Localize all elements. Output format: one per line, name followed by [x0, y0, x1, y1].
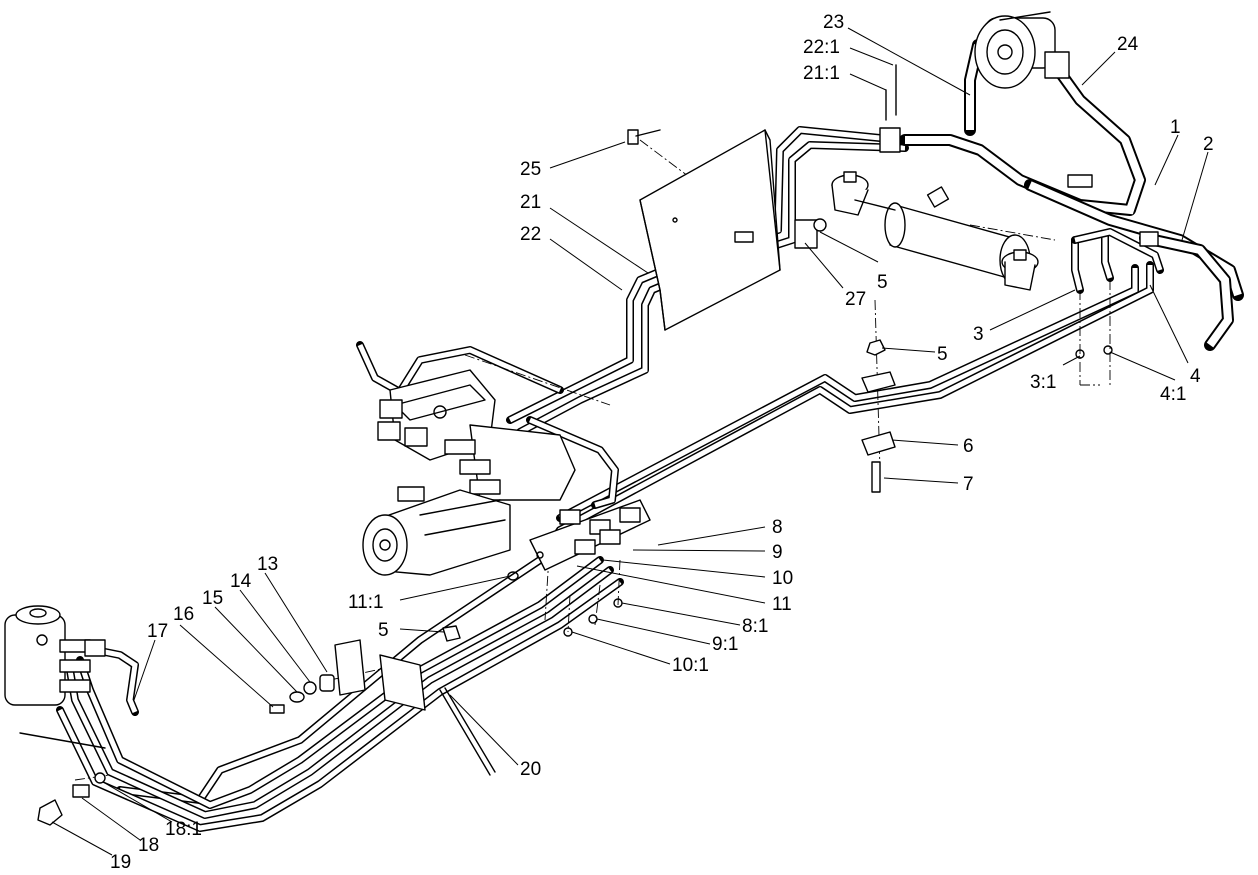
leader-lines	[51, 27, 1209, 856]
callout-4-1: 4:1	[1160, 384, 1186, 405]
callout-25: 25	[520, 159, 541, 180]
callout-labels: 23 22:1 21:1 24 1 2 25 21 22 5 27 3 5 4 …	[110, 12, 1214, 873]
callout-5-middle: 5	[937, 344, 948, 365]
steering-unit	[4, 605, 106, 706]
control-valve	[377, 369, 576, 501]
callout-24: 24	[1117, 34, 1139, 55]
manifold-block	[529, 499, 651, 571]
callout-9-1: 9:1	[712, 634, 738, 655]
callout-4: 4	[1190, 366, 1201, 387]
callout-5-upper: 5	[877, 272, 888, 293]
callout-10: 10	[772, 568, 793, 589]
callout-17: 17	[147, 621, 168, 642]
callout-14: 14	[230, 571, 252, 592]
hardware-items	[19, 64, 1159, 826]
callout-2: 2	[1203, 134, 1214, 155]
callout-6: 6	[963, 436, 974, 457]
hydraulic-pump	[974, 11, 1070, 89]
callout-7: 7	[963, 474, 974, 495]
callout-9: 9	[772, 542, 783, 563]
callout-5-lower: 5	[378, 620, 389, 641]
callout-3: 3	[973, 324, 984, 345]
callout-18: 18	[138, 835, 159, 856]
hydraulic-motor	[362, 486, 511, 576]
callout-16: 16	[173, 604, 194, 625]
callout-21: 21	[520, 192, 541, 213]
callout-19: 19	[110, 852, 131, 873]
callout-8-1: 8:1	[742, 616, 768, 637]
mounting-bracket	[639, 129, 781, 331]
callout-15: 15	[202, 588, 223, 609]
callout-1: 1	[1170, 117, 1181, 138]
callout-3-1: 3:1	[1030, 372, 1056, 393]
callout-10-1: 10:1	[672, 655, 709, 676]
steering-cylinder	[831, 171, 1039, 291]
callout-27: 27	[845, 289, 866, 310]
callout-23: 23	[823, 12, 844, 33]
callout-21-1: 21:1	[803, 63, 840, 84]
callout-11-1: 11:1	[348, 592, 384, 613]
callout-11: 11	[772, 594, 792, 615]
callout-18-1: 18:1	[165, 819, 202, 840]
callout-22: 22	[520, 224, 541, 245]
callout-13: 13	[257, 554, 278, 575]
callout-8: 8	[772, 517, 783, 538]
hydraulic-hoses	[899, 39, 1244, 351]
lower-bracket	[334, 639, 496, 776]
callout-22-1: 22:1	[803, 37, 840, 58]
callout-20: 20	[520, 759, 541, 780]
